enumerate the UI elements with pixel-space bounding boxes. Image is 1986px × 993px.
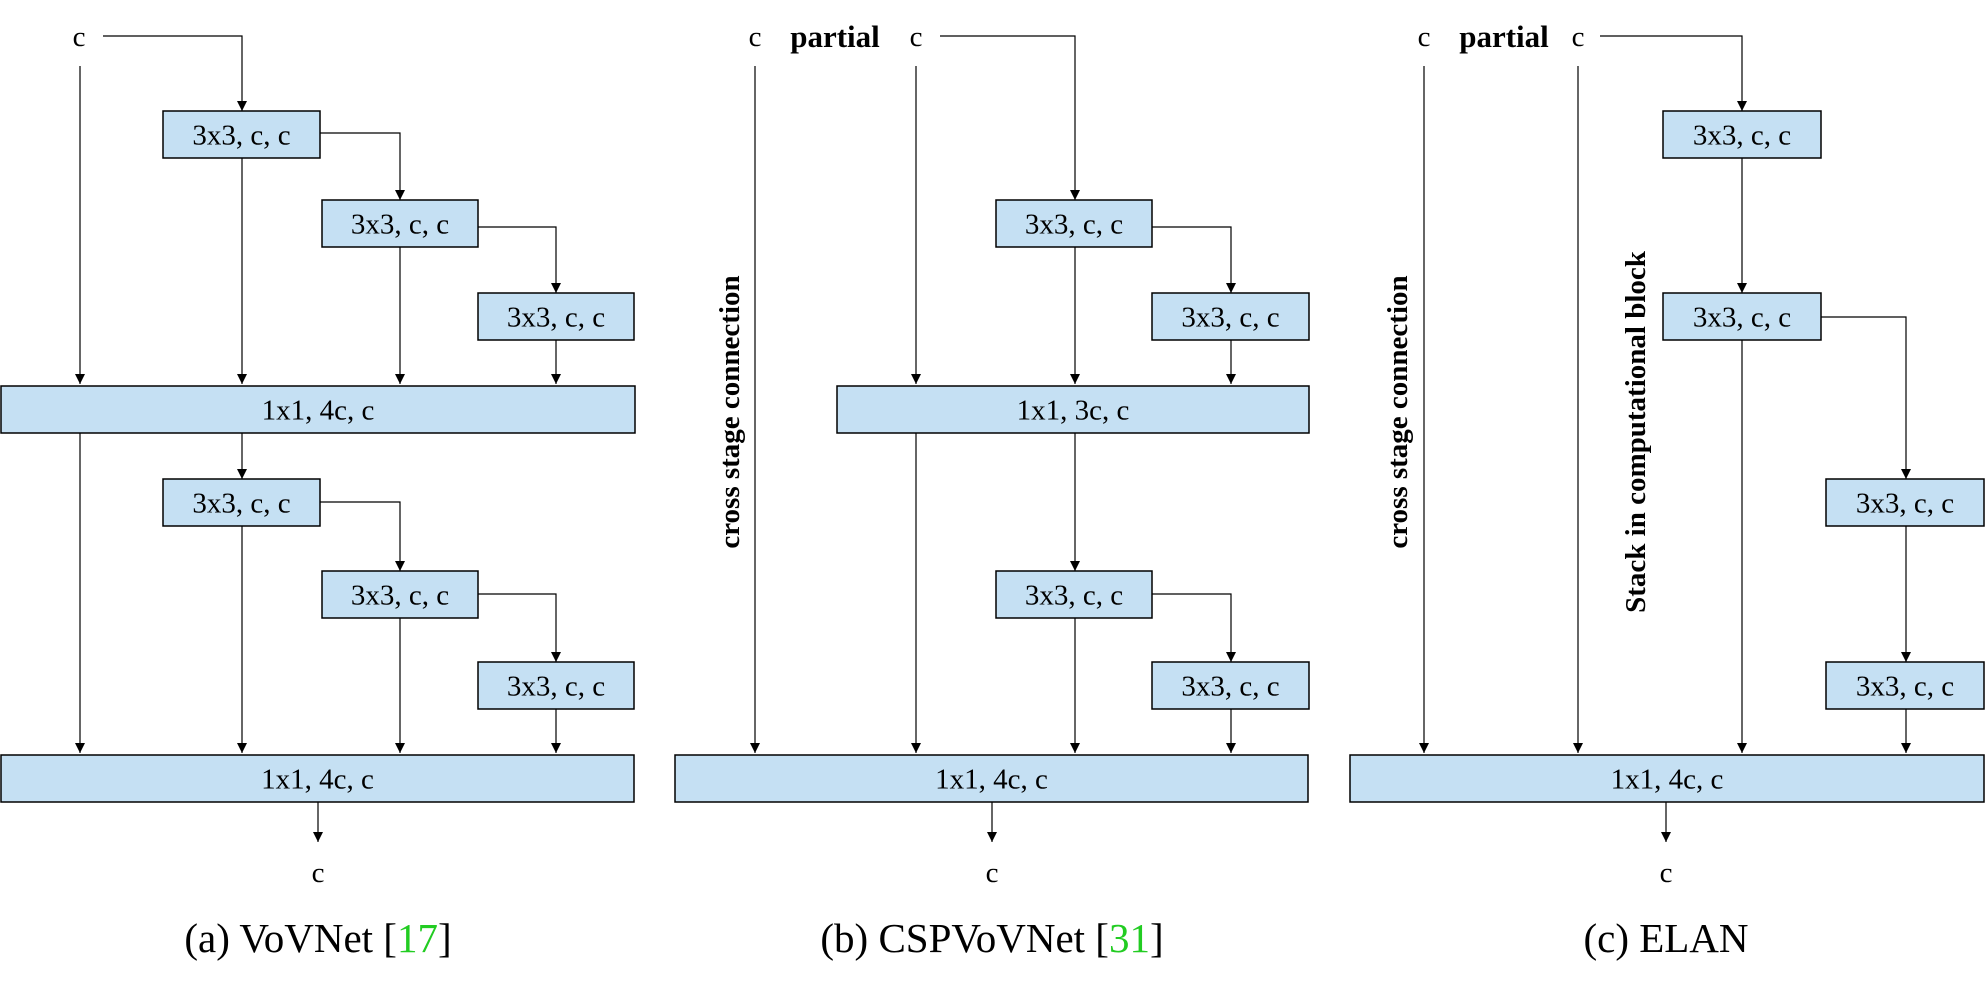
conv-block-3x3: 3x3, c, c [1662, 292, 1822, 341]
stack-label: Stack in computational block [1620, 250, 1652, 613]
partial-label: partial [1459, 19, 1549, 54]
conv-block-1x1: 1x1, 4c, c [674, 754, 1309, 803]
panel-caption: (a) VoVNet [17] [184, 915, 451, 961]
conv-block-3x3-label: 3x3, c, c [1693, 120, 1791, 152]
conv-block-3x3: 3x3, c, c [477, 661, 635, 710]
conv-block-3x3-rect [1662, 110, 1822, 159]
output-label: c [986, 857, 999, 889]
conv-block-3x3: 3x3, c, c [162, 478, 321, 527]
connection-arrow [320, 132, 405, 200]
conv-block-3x3-label: 3x3, c, c [1181, 671, 1279, 703]
connection-arrow [478, 226, 561, 293]
cross-stage-label: cross stage connection [714, 275, 746, 548]
conv-block-3x3: 3x3, c, c [321, 199, 479, 248]
caption-text: (a) VoVNet [ [184, 915, 397, 961]
conv-block-3x3: 3x3, c, c [995, 199, 1153, 248]
conv-block-3x3-rect [477, 661, 635, 710]
conv-block-1x1-rect [0, 385, 636, 434]
conv-block-1x1-label: 1x1, 4c, c [262, 395, 375, 427]
input-label: c [1572, 21, 1585, 53]
conv-block-3x3-label: 3x3, c, c [1181, 302, 1279, 334]
conv-block-3x3-rect [1825, 478, 1985, 527]
labels: c c (a) VoVNet [17] c partial c cross stage co… [73, 19, 1749, 961]
caption-text: (b) CSPVoVNet [ [820, 915, 1109, 961]
connection-arrow [478, 593, 561, 662]
connection-arrow [103, 35, 247, 111]
conv-block-3x3-label: 3x3, c, c [192, 488, 290, 520]
conv-block-3x3: 3x3, c, c [1825, 661, 1985, 710]
connection-arrow [1152, 593, 1236, 662]
conv-block-3x3: 3x3, c, c [1151, 661, 1310, 710]
conv-block-3x3-rect [1662, 292, 1822, 341]
partial-label: partial [790, 19, 880, 54]
citation-link[interactable]: 17 [397, 915, 438, 961]
conv-block-3x3-rect [995, 570, 1153, 619]
conv-block-1x1-label: 1x1, 4c, c [935, 764, 1048, 796]
conv-block-3x3: 3x3, c, c [321, 570, 479, 619]
conv-block-3x3-rect [995, 199, 1153, 248]
connection-arrow [1152, 226, 1236, 293]
conv-block-3x3-rect [1151, 661, 1310, 710]
panel-caption: (c) ELAN [1583, 915, 1748, 961]
conv-block-1x1-rect [0, 754, 635, 803]
conv-block-3x3-rect [321, 199, 479, 248]
conv-block-3x3-label: 3x3, c, c [1856, 488, 1954, 520]
panel-caption: (b) CSPVoVNet [31] [820, 915, 1163, 961]
conv-block-1x1: 1x1, 4c, c [0, 754, 635, 803]
output-label: c [312, 857, 325, 889]
conv-block-1x1-label: 1x1, 4c, c [1611, 764, 1724, 796]
conv-block-1x1: 1x1, 4c, c [1349, 754, 1985, 803]
conv-block-3x3: 3x3, c, c [1662, 110, 1822, 159]
conv-block-1x1-rect [674, 754, 1309, 803]
conv-blocks: 3x3, c, c 3x3, c, c 3x3, c, c 1x1, 4c, c 3x3… [0, 110, 1985, 803]
conv-block-3x3-label: 3x3, c, c [507, 302, 605, 334]
conv-block-1x1-rect [836, 385, 1310, 434]
conv-block-3x3: 3x3, c, c [995, 570, 1153, 619]
conv-block-3x3-label: 3x3, c, c [192, 120, 290, 152]
conv-block-3x3-label: 3x3, c, c [1025, 580, 1123, 612]
conv-block-1x1-rect [1349, 754, 1985, 803]
conv-block-3x3-rect [477, 292, 635, 341]
connection-arrow [1821, 316, 1911, 479]
connection-arrow [320, 501, 405, 571]
conv-block-3x3: 3x3, c, c [1825, 478, 1985, 527]
conv-block-3x3-label: 3x3, c, c [351, 209, 449, 241]
input-label: c [910, 21, 923, 53]
conv-block-1x1-label: 1x1, 4c, c [261, 764, 374, 796]
conv-block-3x3: 3x3, c, c [477, 292, 635, 341]
input-label: c [73, 21, 86, 53]
conv-block-3x3-rect [321, 570, 479, 619]
citation-link[interactable]: 31 [1109, 915, 1150, 961]
connection-arrow [1600, 35, 1747, 111]
conv-block-3x3-label: 3x3, c, c [1025, 209, 1123, 241]
connection-lines [75, 35, 1911, 842]
conv-block-1x1-label: 1x1, 3c, c [1017, 395, 1130, 427]
conv-block-1x1: 1x1, 3c, c [836, 385, 1310, 434]
conv-block-3x3-rect [1825, 661, 1985, 710]
connection-arrow [940, 35, 1080, 200]
conv-block-3x3-rect [162, 478, 321, 527]
input-label: c [749, 21, 762, 53]
conv-block-3x3: 3x3, c, c [162, 110, 321, 159]
input-label: c [1418, 21, 1431, 53]
output-label: c [1660, 857, 1673, 889]
caption-text: ] [1150, 915, 1164, 961]
conv-block-3x3: 3x3, c, c [1151, 292, 1310, 341]
conv-block-3x3-rect [162, 110, 321, 159]
conv-block-3x3-label: 3x3, c, c [1693, 302, 1791, 334]
conv-block-3x3-label: 3x3, c, c [1856, 671, 1954, 703]
conv-block-3x3-label: 3x3, c, c [507, 671, 605, 703]
caption-text: ] [438, 915, 452, 961]
conv-block-3x3-label: 3x3, c, c [351, 580, 449, 612]
conv-block-3x3-rect [1151, 292, 1310, 341]
caption-text: (c) ELAN [1583, 915, 1748, 961]
conv-block-1x1: 1x1, 4c, c [0, 385, 636, 434]
cross-stage-label: cross stage connection [1382, 275, 1414, 548]
